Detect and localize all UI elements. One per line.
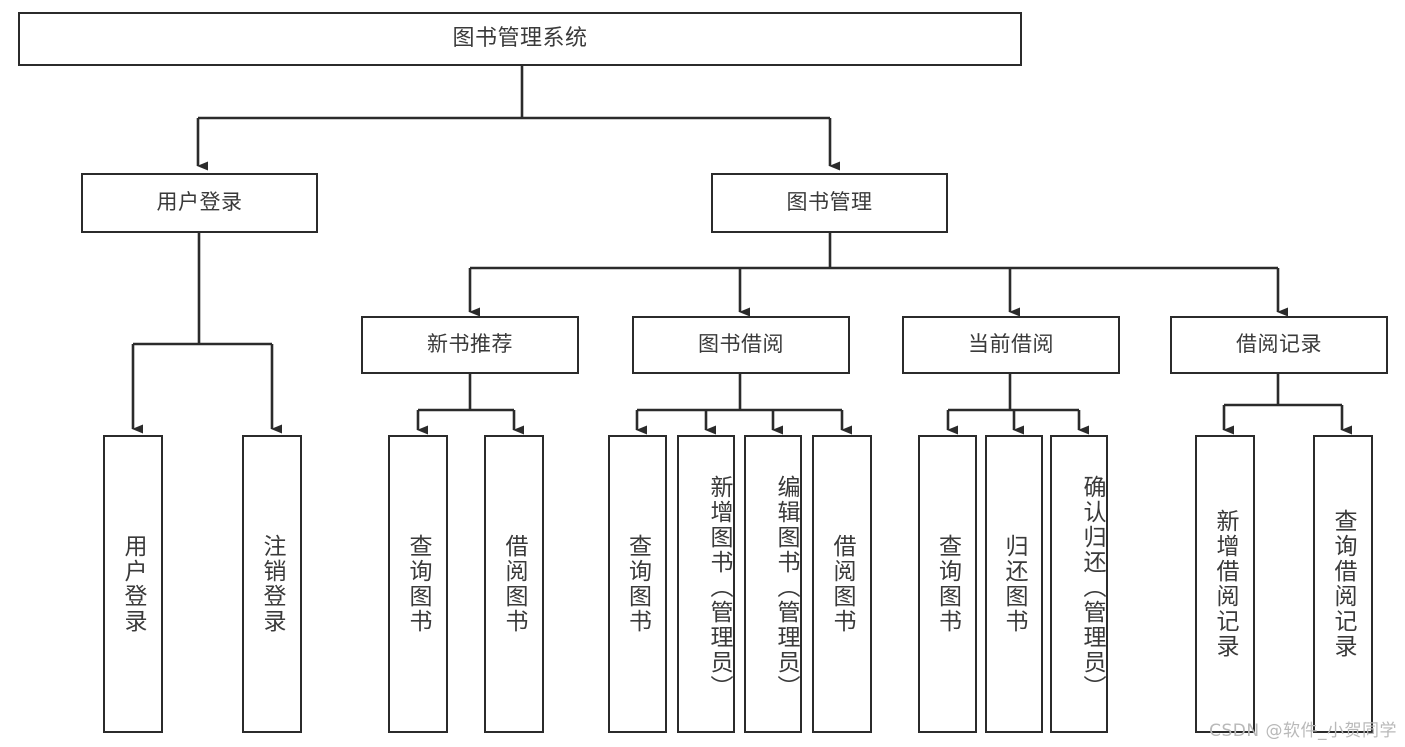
- node-label: 借阅图书: [501, 534, 528, 634]
- node-label: 查询图书: [624, 534, 651, 634]
- node-label: 图书借阅: [698, 332, 784, 357]
- node-label: 新增借阅记录: [1212, 509, 1239, 659]
- node-leaf-user-login[interactable]: 用户登录: [103, 435, 163, 733]
- node-root-book-management-system[interactable]: 图书管理系统: [18, 12, 1022, 66]
- node-leaf-recommend-borrow-book[interactable]: 借阅图书: [484, 435, 544, 733]
- node-leaf-user-logout[interactable]: 注销登录: [242, 435, 302, 733]
- node-label: 新书推荐: [427, 332, 513, 357]
- node-leaf-edit-book-admin[interactable]: 编辑图书（管理员）: [744, 435, 802, 733]
- node-borrowing-records[interactable]: 借阅记录: [1170, 316, 1388, 374]
- node-label: 查询借阅记录: [1330, 509, 1357, 659]
- node-book-borrowing[interactable]: 图书借阅: [632, 316, 850, 374]
- node-label: 注销登录: [259, 534, 286, 634]
- csdn-watermark: CSDN @软件_小贺同学: [1209, 721, 1397, 741]
- node-label: 查询图书: [934, 534, 961, 634]
- node-leaf-borrow-book[interactable]: 借阅图书: [812, 435, 872, 733]
- node-label: 用户登录: [156, 190, 243, 215]
- node-leaf-return-book[interactable]: 归还图书: [985, 435, 1043, 733]
- node-current-borrowing[interactable]: 当前借阅: [902, 316, 1120, 374]
- node-leaf-confirm-return-admin[interactable]: 确认归还（管理员）: [1050, 435, 1108, 733]
- node-leaf-add-book-admin[interactable]: 新增图书（管理员）: [677, 435, 735, 733]
- node-label: 查询图书: [405, 534, 432, 634]
- node-label: 用户登录: [120, 534, 147, 634]
- node-label: 图书管理系统: [452, 25, 588, 51]
- node-label: 确认归还（管理员）: [1079, 474, 1105, 700]
- node-leaf-add-borrow-record[interactable]: 新增借阅记录: [1195, 435, 1255, 733]
- node-label: 新增图书（管理员）: [706, 474, 732, 700]
- node-user-login[interactable]: 用户登录: [81, 173, 318, 233]
- node-label: 归还图书: [1001, 534, 1028, 634]
- node-new-book-recommendation[interactable]: 新书推荐: [361, 316, 579, 374]
- node-leaf-query-borrow-record[interactable]: 查询借阅记录: [1313, 435, 1373, 733]
- node-label: 当前借阅: [968, 332, 1054, 357]
- node-leaf-current-query-book[interactable]: 查询图书: [918, 435, 977, 733]
- node-label: 编辑图书（管理员）: [773, 474, 799, 700]
- node-book-management[interactable]: 图书管理: [711, 173, 948, 233]
- node-label: 图书管理: [786, 190, 873, 215]
- node-label: 借阅图书: [829, 534, 856, 634]
- node-leaf-borrow-query-book[interactable]: 查询图书: [608, 435, 667, 733]
- node-label: 借阅记录: [1236, 332, 1322, 357]
- node-leaf-recommend-query-book[interactable]: 查询图书: [388, 435, 448, 733]
